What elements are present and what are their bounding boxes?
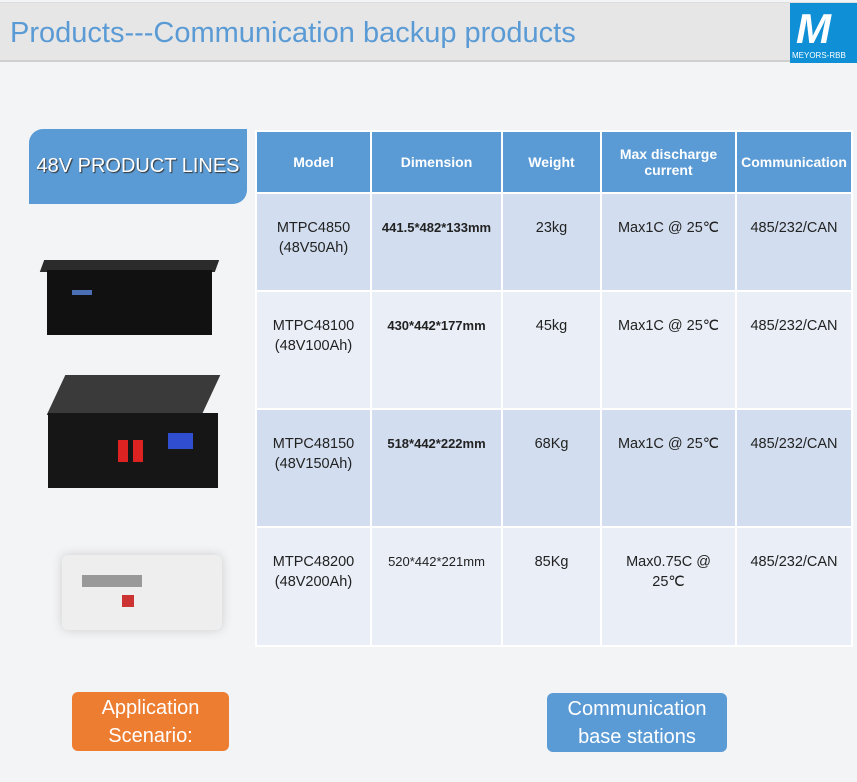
cell-model: MTPC4850(48V50Ah)	[255, 192, 372, 292]
table-row: MTPC48200(48V200Ah) 520*442*221mm 85Kg M…	[255, 526, 853, 647]
cell-dimension: 520*442*221mm	[370, 526, 503, 647]
header-model: Model	[255, 130, 372, 194]
cell-comm: 485/232/CAN	[735, 290, 853, 410]
cell-weight: 45kg	[501, 290, 602, 410]
table-row: MTPC4850(48V50Ah) 441.5*482*133mm 23kg M…	[255, 192, 853, 292]
page-title: Products---Communication backup products	[10, 17, 576, 49]
cell-comm: 485/232/CAN	[735, 192, 853, 292]
header-max-discharge: Max discharge current	[600, 130, 737, 194]
cell-model: MTPC48100(48V100Ah)	[255, 290, 372, 410]
cell-comm: 485/232/CAN	[735, 526, 853, 647]
product-image-mtpc48200	[62, 545, 222, 635]
cell-dimension: 518*442*222mm	[370, 408, 503, 528]
cell-current: Max0.75C @ 25℃	[600, 526, 737, 647]
product-image-mtpc48150	[46, 375, 221, 490]
cell-model: MTPC48150(48V150Ah)	[255, 408, 372, 528]
cell-dimension: 430*442*177mm	[370, 290, 503, 410]
table-row: MTPC48150(48V150Ah) 518*442*222mm 68Kg M…	[255, 408, 853, 528]
cell-model: MTPC48200(48V200Ah)	[255, 526, 372, 647]
table-row: MTPC48100(48V100Ah) 430*442*177mm 45kg M…	[255, 290, 853, 410]
product-spec-table: Model Dimension Weight Max discharge cur…	[255, 130, 853, 647]
cell-weight: 85Kg	[501, 526, 602, 647]
cell-current: Max1C @ 25℃	[600, 408, 737, 528]
communication-base-stations-label: Communication base stations	[547, 693, 727, 752]
cell-dimension: 441.5*482*133mm	[370, 192, 503, 292]
cell-current: Max1C @ 25℃	[600, 192, 737, 292]
header-weight: Weight	[501, 130, 602, 194]
application-scenario-label: Application Scenario:	[72, 692, 229, 751]
product-lines-label: 48V PRODUCT LINES	[29, 129, 247, 204]
header-dimension: Dimension	[370, 130, 503, 194]
product-image-mtpc4850	[39, 250, 220, 340]
cell-weight: 68Kg	[501, 408, 602, 528]
header-bar: Products---Communication backup products…	[0, 2, 857, 63]
cell-weight: 23kg	[501, 192, 602, 292]
table-header-row: Model Dimension Weight Max discharge cur…	[255, 130, 853, 194]
cell-comm: 485/232/CAN	[735, 408, 853, 528]
header-communication: Communication	[735, 130, 853, 194]
cell-current: Max1C @ 25℃	[600, 290, 737, 410]
